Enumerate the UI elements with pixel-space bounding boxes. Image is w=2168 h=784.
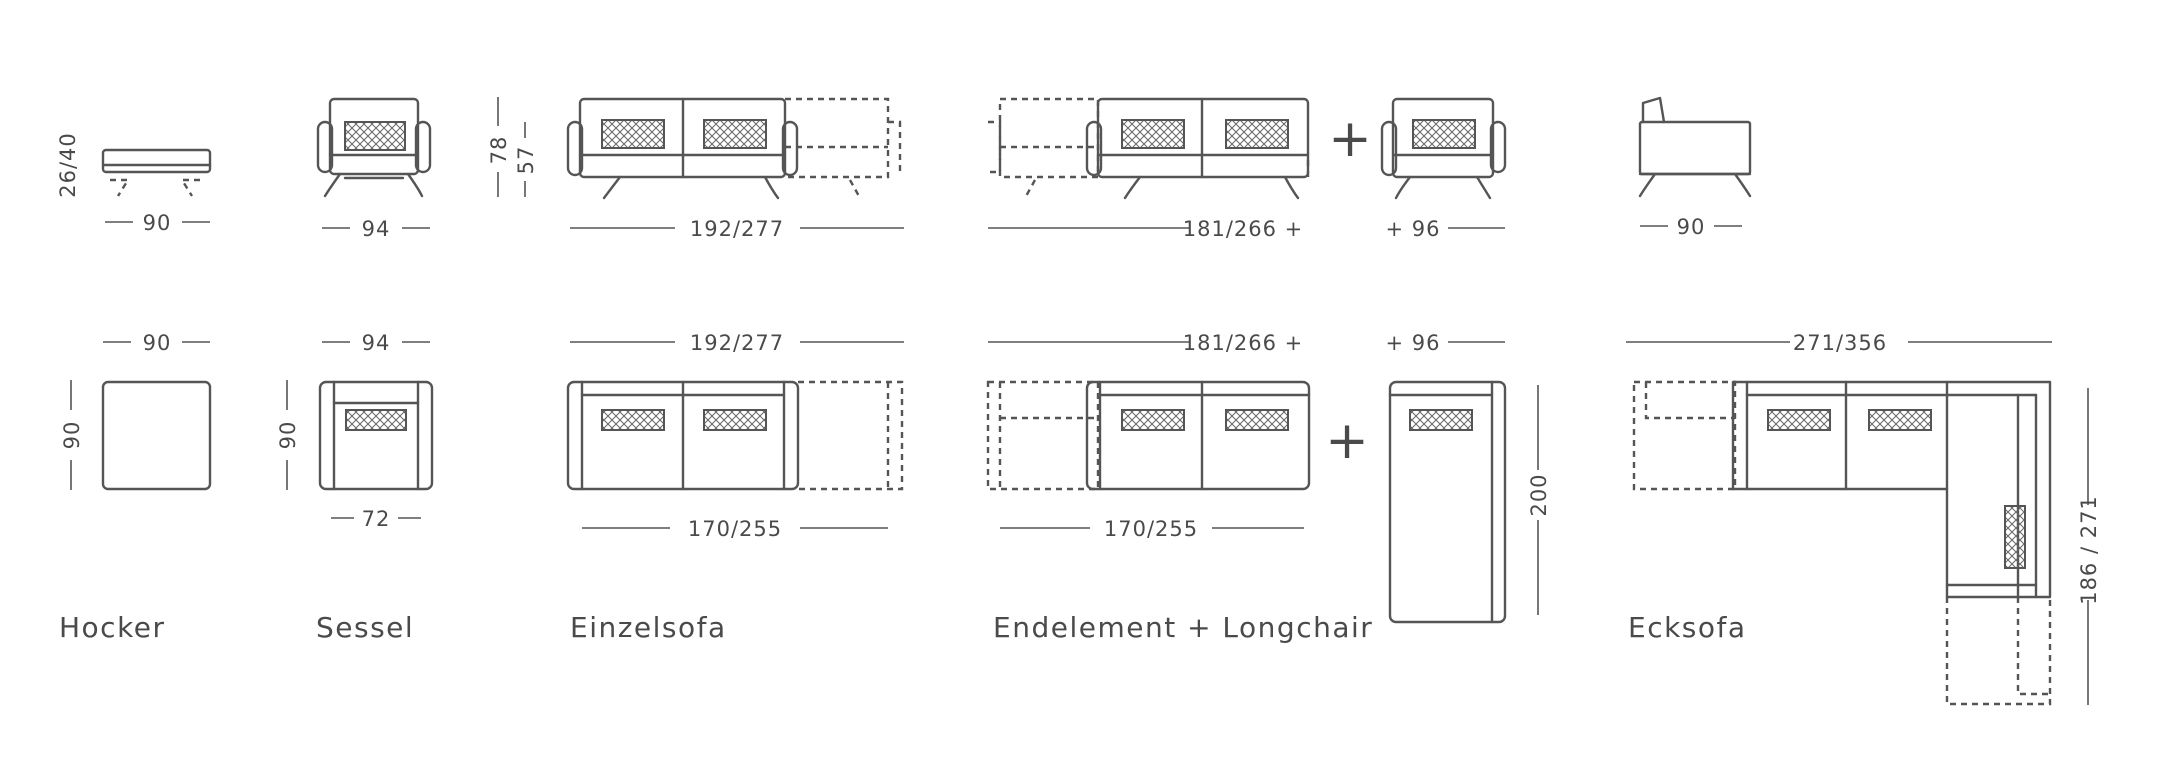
longchair-depth: 200 (1527, 473, 1551, 516)
plus-sign-top: + (1328, 109, 1372, 169)
ecksofa-width: 271/356 (1793, 331, 1887, 355)
sessel-top-depth: 90 (276, 421, 300, 450)
label-einzelsofa: Einzelsofa (570, 611, 727, 644)
longchair-front-width: + 96 (1386, 217, 1441, 241)
longchair-front-view (1380, 97, 1507, 229)
hocker-top-width: 90 (143, 331, 172, 355)
side-view-width: 90 (1677, 215, 1706, 239)
label-endelement-longchair: Endelement + Longchair (993, 611, 1373, 644)
label-hocker: Hocker (59, 611, 166, 644)
height-total: 78 (487, 136, 511, 165)
sessel-front-width: 94 (362, 217, 391, 241)
einzelsofa-front-view (566, 97, 904, 229)
sessel-top-width: 94 (362, 331, 391, 355)
ecksofa-depth: 186 / 271 (2077, 495, 2101, 605)
height-seat: 57 (514, 146, 538, 175)
longchair-top-view (1388, 341, 1539, 624)
endelement-top-view (986, 341, 1311, 529)
label-ecksofa: Ecksofa (1628, 611, 1747, 644)
hocker-side-view (101, 148, 212, 223)
ecksofa-top-view (1626, 341, 2089, 706)
endelement-front-view (988, 97, 1310, 229)
einzelsofa-seat-width: 170/255 (688, 517, 782, 541)
sessel-top-view (286, 341, 434, 519)
longchair-top-width: + 96 (1386, 331, 1441, 355)
height-dimension-lines (497, 97, 526, 197)
sessel-seat-width: 72 (362, 507, 391, 531)
endelement-seat-width: 170/255 (1104, 517, 1198, 541)
hocker-top-depth: 90 (60, 421, 84, 450)
einzelsofa-top-width: 192/277 (690, 331, 784, 355)
plus-sign-bottom: + (1325, 411, 1369, 471)
sessel-front-view (316, 97, 432, 229)
endelement-top-width: 181/266 + (1183, 331, 1304, 355)
endelement-front-width: 181/266 + (1183, 217, 1304, 241)
einzelsofa-front-width: 192/277 (690, 217, 784, 241)
sofa-side-view (1638, 96, 1752, 227)
einzelsofa-top-view (566, 341, 904, 529)
label-sessel: Sessel (316, 611, 414, 644)
hocker-side-width: 90 (143, 211, 172, 235)
hocker-side-height: 26/40 (56, 132, 80, 198)
hocker-top-view (70, 341, 212, 491)
